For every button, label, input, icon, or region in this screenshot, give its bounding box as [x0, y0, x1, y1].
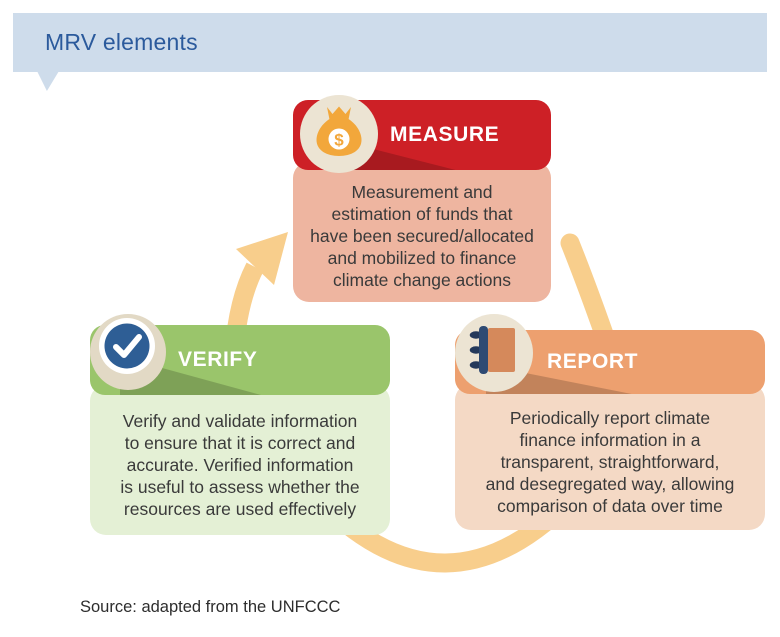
- page-title: MRV elements: [45, 29, 198, 55]
- measure-label: MEASURE: [390, 123, 500, 146]
- dollar-sign: $: [334, 131, 344, 150]
- banner: MRV elements: [13, 13, 767, 72]
- verify-badge: [90, 314, 166, 390]
- report-label: REPORT: [547, 350, 639, 373]
- arrow-measure-to-report: [560, 233, 614, 344]
- measure-card-body: Measurement and estimation of funds that…: [293, 162, 551, 302]
- money-bag-icon: $: [300, 95, 378, 173]
- report-card-body: Periodically report climate finance info…: [455, 384, 765, 530]
- notebook-icon: [455, 314, 533, 392]
- verify-card-body: Verify and validate information to ensur…: [90, 385, 390, 535]
- arrowhead-up-icon: [236, 232, 288, 285]
- measure-badge: $: [300, 95, 378, 173]
- checkmark-icon: [90, 314, 166, 390]
- measure-description: Measurement and estimation of funds that…: [310, 182, 534, 290]
- verify-label: VERIFY: [178, 348, 258, 371]
- source-note: Source: adapted from the UNFCCC: [80, 598, 341, 616]
- report-description: Periodically report climate finance info…: [485, 408, 735, 516]
- report-badge: [455, 314, 533, 392]
- verify-description: Verify and validate information to ensur…: [120, 411, 360, 519]
